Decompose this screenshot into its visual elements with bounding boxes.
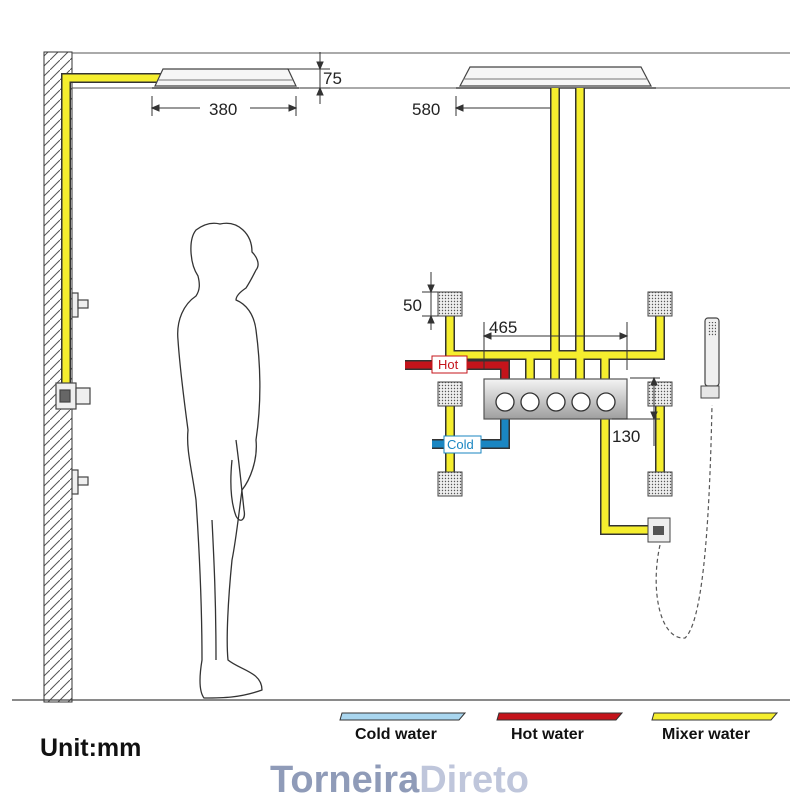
body-jet-icon: [647, 381, 673, 407]
brand-part1: Torneira: [270, 759, 420, 800]
body-jet-icon: [437, 291, 463, 317]
mixer-pipe-network: [445, 88, 665, 535]
body-jet-icon: [647, 471, 673, 497]
dim-380-label: 380: [209, 100, 237, 119]
legend-item-cold: [339, 712, 467, 721]
cold-label: Cold: [447, 437, 474, 452]
legend-hot-label: Hot water: [511, 726, 584, 743]
dimension-380: [150, 96, 298, 116]
dim-75-label: 75: [323, 69, 342, 88]
hand-shower-icon: [700, 317, 720, 399]
dimension-75: [287, 52, 330, 104]
cold-label-box: [443, 435, 482, 454]
body-jet-icon: [437, 381, 463, 407]
dimension-580: [454, 96, 552, 116]
brand-watermark: TorneiraDireto: [270, 759, 529, 800]
body-jet-icon: [647, 291, 673, 317]
legend: [339, 712, 779, 721]
legend-item-hot: [496, 712, 624, 721]
wall-mixer-pipe: [61, 73, 168, 390]
legend-item-mixer: [651, 712, 779, 721]
hand-shower-outlet: [647, 517, 671, 543]
brand-part2: Direto: [419, 759, 529, 800]
rain-head-icon: [456, 66, 656, 89]
dimension-50: [422, 272, 438, 330]
wall-fittings: [55, 292, 91, 495]
dimension-130: [612, 376, 660, 446]
legend-mixer-label: Mixer water: [662, 726, 750, 743]
unit-label: Unit:mm: [40, 734, 141, 762]
body-jets: [437, 291, 673, 497]
thermostatic-valve-icon: [483, 378, 628, 420]
dim-580-label: 580: [412, 100, 440, 119]
dim-465-label: 465: [489, 318, 517, 337]
rain-head-icon: [152, 68, 299, 89]
hot-label-box: [431, 355, 468, 374]
hot-label: Hot: [438, 357, 459, 372]
legend-cold-label: Cold water: [355, 726, 437, 743]
dim-130-label: 130: [612, 427, 640, 446]
person-silhouette-icon: [177, 222, 263, 699]
dimension-465: [482, 322, 629, 370]
dim-50-label: 50: [403, 296, 422, 315]
hand-shower-hose: [655, 404, 713, 639]
body-jet-icon: [437, 471, 463, 497]
